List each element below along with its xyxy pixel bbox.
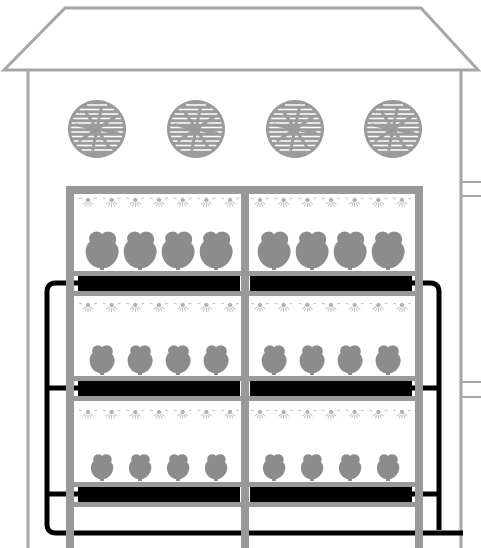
- hydroponic-tray-icon: [250, 486, 412, 502]
- lettuce-plant-icon: [85, 231, 119, 270]
- hydroponic-tray-icon: [78, 275, 240, 291]
- rack-tier: [66, 409, 423, 507]
- wall-trim-upper: [461, 181, 481, 197]
- lettuce-plant-icon: [161, 231, 195, 270]
- lettuce-plant-icon: [375, 345, 401, 375]
- grow-light-icon: [78, 197, 240, 207]
- lettuce-plant-icon: [299, 345, 325, 375]
- irrigation-pipe-icon: [44, 280, 463, 536]
- ventilation-fan-icon: [68, 100, 126, 158]
- lettuce-plant-icon: [204, 454, 228, 481]
- rack-tier: [66, 302, 423, 401]
- lettuce-plant-icon: [166, 454, 190, 481]
- hydroponic-tray-icon: [78, 380, 240, 396]
- lettuce-plant-icon: [90, 454, 114, 481]
- lettuce-plant-icon: [203, 345, 229, 375]
- ventilation-fan-icon: [266, 100, 324, 158]
- lettuce-plant-icon: [376, 454, 400, 481]
- lettuce-plant-icon: [295, 231, 329, 270]
- fan-row: [68, 100, 422, 158]
- lettuce-plant-icon: [300, 454, 324, 481]
- building: [0, 6, 481, 548]
- rack-frame: [66, 186, 423, 548]
- growing-rack: [66, 186, 423, 548]
- hydroponic-tray-icon: [250, 275, 412, 291]
- lettuce-plant-icon: [257, 231, 291, 270]
- lettuce-plant-icon: [128, 454, 152, 481]
- lettuce-plant-icon: [89, 345, 115, 375]
- wall-trim-lower: [461, 381, 481, 398]
- grow-light-icon: [78, 409, 240, 419]
- lettuce-plant-icon: [262, 454, 286, 481]
- rack-tier: [66, 197, 423, 296]
- lettuce-plant-icon: [337, 345, 363, 375]
- grow-light-icon: [250, 302, 412, 312]
- roof: [0, 6, 481, 72]
- lettuce-plant-icon: [123, 231, 157, 270]
- grow-light-icon: [78, 302, 240, 312]
- hydroponic-tray-icon: [250, 380, 412, 396]
- lettuce-plant-icon: [165, 345, 191, 375]
- grow-light-icon: [250, 197, 412, 207]
- ventilation-fan-icon: [364, 100, 422, 158]
- lettuce-plant-icon: [127, 345, 153, 375]
- lettuce-plant-icon: [199, 231, 233, 270]
- ventilation-fan-icon: [167, 100, 225, 158]
- lettuce-plant-icon: [338, 454, 362, 481]
- lettuce-plant-icon: [371, 231, 405, 270]
- lettuce-plant-icon: [333, 231, 367, 270]
- grow-light-icon: [250, 409, 412, 419]
- lettuce-plant-icon: [261, 345, 287, 375]
- hydroponic-tray-icon: [78, 486, 240, 502]
